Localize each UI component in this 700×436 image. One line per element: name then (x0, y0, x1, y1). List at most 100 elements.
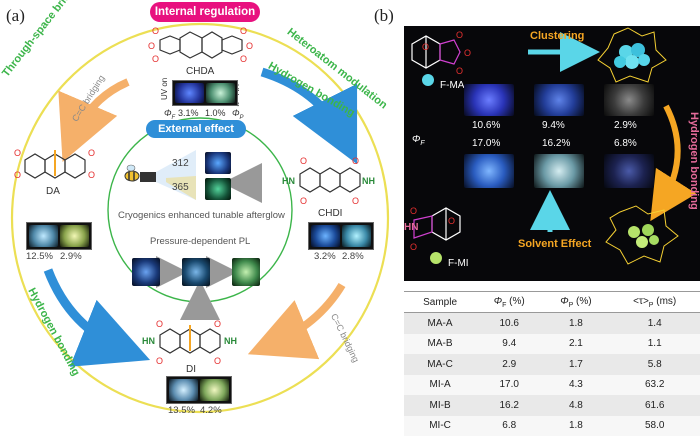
chdi-photo-1 (311, 225, 340, 247)
mi-b-value: 16.2% (542, 138, 570, 149)
f-mi-cluster-ball (430, 252, 442, 264)
pressure-photo-2 (182, 258, 210, 286)
cell-phi-p: 1.8 (542, 313, 609, 334)
di-structure (160, 325, 220, 353)
f-mi-label: F-MI (448, 258, 469, 269)
di-name: DI (186, 364, 196, 375)
mi-b-photo (534, 154, 584, 188)
cell-phi-f: 9.4 (476, 334, 542, 355)
chdi-name: CHDI (318, 208, 342, 219)
ma-b-value: 9.4% (542, 120, 565, 131)
cell-phi-f: 6.8 (476, 416, 542, 436)
ma-a-photo (464, 84, 514, 116)
pressure-photo-1 (132, 258, 160, 286)
da-name: DA (46, 186, 60, 197)
panel-b-label: (b) (374, 6, 394, 26)
svg-text:O: O (240, 54, 247, 64)
cell-sample: MI-B (404, 395, 476, 416)
svg-text:O: O (422, 42, 429, 52)
cell-sample: MI-C (404, 416, 476, 436)
chda-phi-p: ΦP (232, 108, 244, 121)
chdi-photos (308, 222, 374, 250)
cell-phi-f: 10.6 (476, 313, 542, 334)
chda-photos (172, 80, 238, 106)
cell-phi-p: 4.3 (542, 375, 609, 396)
svg-text:O: O (88, 170, 95, 180)
chdi-value-1: 3.2% (314, 251, 336, 262)
svg-text:O: O (88, 148, 95, 158)
di-nh: NH (224, 336, 237, 346)
svg-text:O: O (352, 156, 359, 166)
chda-name: CHDA (186, 66, 214, 77)
svg-text:O: O (456, 30, 463, 40)
f-ma-label: F-MA (440, 80, 464, 91)
clustering-label: Clustering (530, 30, 584, 42)
svg-text:O: O (456, 66, 463, 76)
wavelength-365: 365 (172, 182, 189, 193)
svg-text:O: O (410, 242, 417, 252)
cell-phi-p: 4.8 (542, 395, 609, 416)
cell-sample: MA-B (404, 334, 476, 355)
header-sample: Sample (404, 292, 476, 313)
svg-text:O: O (300, 156, 307, 166)
da-structure (25, 150, 85, 178)
svg-text:O: O (152, 26, 159, 36)
ma-a-value: 10.6% (472, 120, 500, 131)
chda-phi-f-value: 3.1% (178, 108, 199, 118)
cell-phi-p: 1.8 (542, 416, 609, 436)
internal-regulation-banner: Internal regulation (150, 2, 260, 22)
svg-text:O: O (148, 41, 155, 51)
afterglow-blue-photo (205, 152, 231, 174)
mi-a-photo (464, 154, 514, 188)
chda-phi-f: ΦF (164, 108, 175, 121)
f-ma-structure (412, 36, 460, 68)
svg-text:O: O (240, 26, 247, 36)
mi-c-photo (604, 154, 654, 188)
ma-b-photo (534, 84, 584, 116)
phi-f-label: ΦF (412, 134, 425, 147)
da-photo-2 (60, 225, 89, 247)
cell-tau: 63.2 (609, 375, 700, 396)
hydrogen-bonding-arrow (660, 106, 678, 206)
svg-text:O: O (14, 148, 21, 158)
ma-c-value: 2.9% (614, 120, 637, 131)
chda-photo-uv-on (175, 83, 204, 103)
di-photos (166, 376, 232, 404)
di-photo-2 (200, 379, 229, 401)
external-effect-banner: External effect (146, 120, 246, 138)
svg-text:O: O (300, 196, 307, 206)
hydrogen-bonding-b-label: Hydrogen bonding (688, 112, 700, 210)
svg-text:O: O (464, 48, 471, 58)
cell-tau: 1.1 (609, 334, 700, 355)
svg-text:O: O (214, 356, 221, 366)
chda-phi-p-value: 1.0% (205, 108, 226, 118)
chdi-hn: HN (282, 176, 295, 186)
cell-sample: MA-A (404, 313, 476, 334)
da-photo-1 (29, 225, 58, 247)
mi-a-value: 17.0% (472, 138, 500, 149)
chda-photo-uv-off (206, 83, 235, 103)
cell-phi-f: 2.9 (476, 354, 542, 375)
svg-text:O: O (214, 319, 221, 329)
di-value-1: 13.5% (168, 405, 195, 416)
svg-text:O: O (156, 319, 163, 329)
cell-sample: MI-A (404, 375, 476, 396)
cell-sample: MA-C (404, 354, 476, 375)
cell-tau: 1.4 (609, 313, 700, 334)
pressure-photo-3 (232, 258, 260, 286)
f-mi-hn: HN (404, 222, 418, 233)
da-value-1: 12.5% (26, 251, 53, 262)
cell-phi-p: 1.7 (542, 354, 609, 375)
cell-phi-f: 17.0 (476, 375, 542, 396)
mi-c-value: 6.8% (614, 138, 637, 149)
chdi-value-2: 2.8% (342, 251, 364, 262)
solvent-effect-label: Solvent Effect (518, 238, 591, 250)
wavelength-312: 312 (172, 158, 189, 169)
